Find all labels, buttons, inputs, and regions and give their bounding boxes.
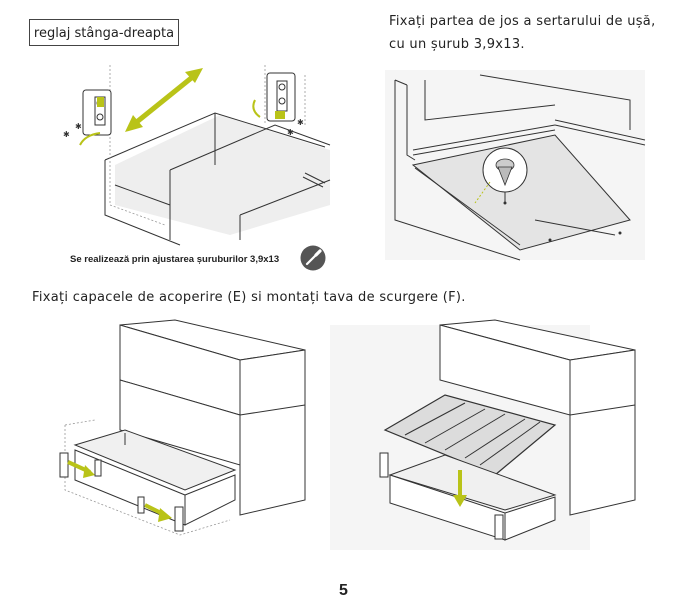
drawer-bottom-fixing-illustration bbox=[385, 70, 646, 261]
step2-instruction-line2: cu un șurub 3,9x13. bbox=[389, 37, 525, 52]
screwdriver-icon bbox=[300, 245, 326, 271]
page-number: 5 bbox=[339, 582, 348, 599]
svg-text:✱: ✱ bbox=[297, 118, 304, 127]
drip-tray-illustration bbox=[330, 319, 636, 550]
adjustment-caption: Se realizează prin ajustarea șuruburilor… bbox=[70, 254, 280, 265]
cover-caps-illustration bbox=[59, 319, 306, 536]
svg-text:✱: ✱ bbox=[63, 130, 70, 139]
svg-text:✱: ✱ bbox=[75, 122, 82, 131]
left-right-adjustment-illustration: ✱ ✱ ✱ ✱ bbox=[63, 65, 331, 246]
step2-instruction-line1: Fixați partea de jos a sertarului de ușă… bbox=[389, 14, 656, 29]
svg-text:✱: ✱ bbox=[287, 128, 294, 137]
step3-instruction: Fixați capacele de acoperire (E) si mont… bbox=[32, 290, 466, 305]
adjustment-label: reglaj stânga-dreapta bbox=[29, 19, 179, 46]
